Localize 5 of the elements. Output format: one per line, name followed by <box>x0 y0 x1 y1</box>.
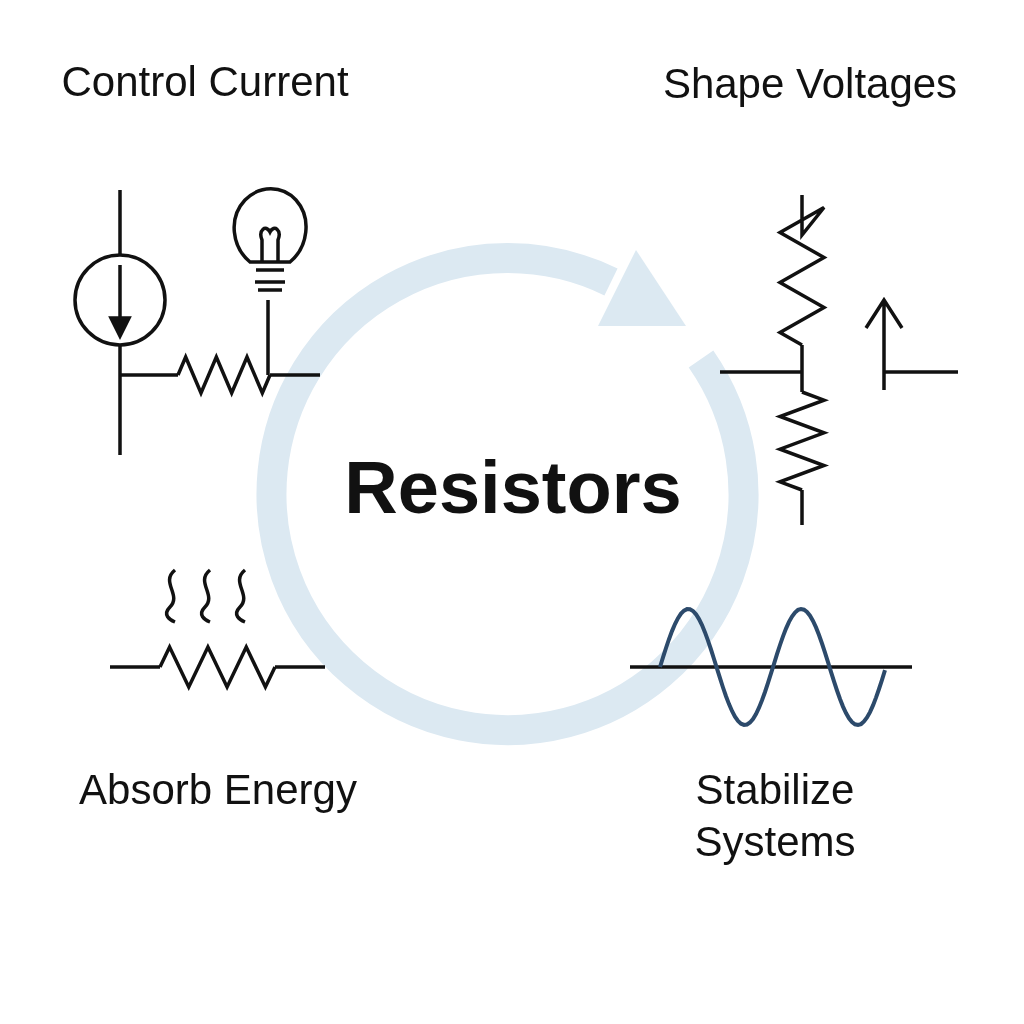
caption: Stabilize Systems <box>693 765 857 867</box>
center-title: Resistors <box>313 440 713 536</box>
caption: Control Current <box>60 57 350 107</box>
caption: Shape Voltages <box>661 59 959 109</box>
caption: Absorb Energy <box>78 765 358 815</box>
